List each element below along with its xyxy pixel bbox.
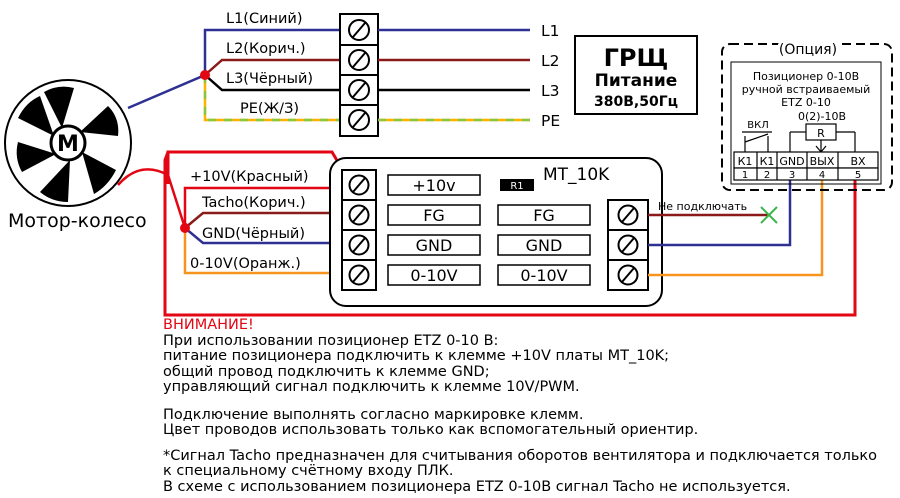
label-box xyxy=(497,234,591,256)
board-wire-label: GND(Чёрный) xyxy=(202,226,305,242)
wire-orange-out xyxy=(648,178,824,277)
resistor-label: R xyxy=(817,127,825,140)
supply-output-label: L3 xyxy=(541,82,560,100)
note-line: общий провод подключить к клемме GND; xyxy=(163,363,490,380)
note-line: В схеме с использованием позиционера ETZ… xyxy=(163,478,791,495)
r1-component xyxy=(500,179,534,191)
board-label: FG xyxy=(423,206,445,225)
board-label: FG xyxy=(533,206,555,225)
positioner-frame xyxy=(730,61,882,185)
warning-title: ВНИМАНИЕ! xyxy=(163,317,254,333)
wire-red-to-term xyxy=(183,186,330,228)
not-connected-label: Не подключать xyxy=(658,200,747,213)
supply-wire-label: PE(Ж/З) xyxy=(240,101,299,117)
label-box xyxy=(387,204,481,226)
note-line: Цвет проводов использовать только как вс… xyxy=(163,422,699,438)
grsch-subtitle: Питание xyxy=(595,71,678,91)
note-line: управляющий сигнал подключить к клемме 1… xyxy=(163,379,580,395)
wire-black xyxy=(204,74,340,92)
option-terminal: К1 xyxy=(738,155,753,168)
wire-blue xyxy=(127,28,340,110)
note-line: При использовании позиционер ETZ 0-10 В: xyxy=(163,332,499,349)
note-line: к специальному счётному входу ПЛК. xyxy=(163,463,454,479)
switch-icon xyxy=(742,131,772,152)
cross-icon xyxy=(760,206,778,224)
motor-label: M xyxy=(57,132,79,157)
resistor-icon xyxy=(789,123,856,153)
board-label: +10v xyxy=(412,176,455,195)
option-terminal: GND xyxy=(779,155,804,168)
grsch-title: ГРЩ xyxy=(604,44,669,72)
option-terminal-number: 4 xyxy=(819,170,825,181)
option-terminals xyxy=(733,151,879,181)
supply-wire-label: L3(Чёрный) xyxy=(226,71,313,87)
board-wire-label: +10V(Красный) xyxy=(190,169,309,185)
option-terminal-number: 1 xyxy=(742,170,748,181)
label-box xyxy=(387,234,481,256)
wire-orange-010 xyxy=(183,228,330,275)
r1-label: R1 xyxy=(510,181,523,192)
grsch-voltage: 380В,50Гц xyxy=(594,94,678,110)
board-label: 0-10V xyxy=(520,266,567,285)
junction-bottom xyxy=(180,223,190,233)
supply-output-label: L2 xyxy=(541,52,560,70)
board-label: GND xyxy=(416,236,453,255)
wire-brown-tacho xyxy=(184,211,330,229)
label-box xyxy=(497,204,591,226)
option-terminal-number: 5 xyxy=(855,170,861,181)
supply-output-label: PE xyxy=(541,112,560,130)
option-terminal: К1 xyxy=(760,155,775,168)
wire-red-long xyxy=(163,151,857,317)
note-line: *Сигнал Tacho предназначен для считывани… xyxy=(163,447,878,464)
supply-wire-label: L1(Синий) xyxy=(226,11,303,27)
motor-hub xyxy=(49,124,87,162)
wire-black-gnd xyxy=(184,227,330,245)
wire-blue-gnd xyxy=(648,178,792,247)
option-title: (Опция) xyxy=(779,42,837,58)
option-box xyxy=(721,43,893,191)
fan-blades-icon xyxy=(16,86,119,202)
wire-brown xyxy=(204,58,340,76)
grsch-box xyxy=(574,35,698,115)
range-label: 0(2)-10В xyxy=(798,110,846,123)
label-box xyxy=(387,264,481,286)
option-terminal: ВХ xyxy=(850,155,866,168)
board-label: GND xyxy=(526,236,563,255)
option-terminal-number: 3 xyxy=(789,170,795,181)
option-terminal: ВЫХ xyxy=(810,155,835,168)
label-box xyxy=(387,174,481,196)
board-title: MT_10K xyxy=(543,165,610,185)
board-wire-label: Tacho(Корич.) xyxy=(201,195,306,211)
label-box xyxy=(497,264,591,286)
option-terminal-number: 2 xyxy=(764,170,770,181)
wire-pe-g xyxy=(203,75,340,122)
positioner-line2: ручной встраиваемый xyxy=(742,83,871,96)
note-line: Подключение выполнять согласно маркировк… xyxy=(163,406,584,423)
supply-wire-label: L2(Корич.) xyxy=(226,41,306,57)
switch-label: ВКЛ xyxy=(747,120,768,131)
motor-caption: Мотор-колесо xyxy=(8,210,147,232)
junction-top xyxy=(200,70,210,80)
supply-terminals xyxy=(340,19,378,131)
board-label: 0-10V xyxy=(410,266,457,285)
positioner-line3: ETZ 0-10 xyxy=(781,96,831,109)
motor: M xyxy=(4,79,132,207)
notes: ВНИМАНИЕ! При использовании позиционер E… xyxy=(163,317,898,495)
note-line: питание позиционера подключить к клемме … xyxy=(163,348,670,364)
positioner-line1: Позиционер 0-10В xyxy=(753,70,859,83)
board-wire-label: 0-10V(Оранж.) xyxy=(190,256,301,272)
wire-red-motor xyxy=(117,168,187,229)
supply-output-label: L1 xyxy=(541,22,560,40)
